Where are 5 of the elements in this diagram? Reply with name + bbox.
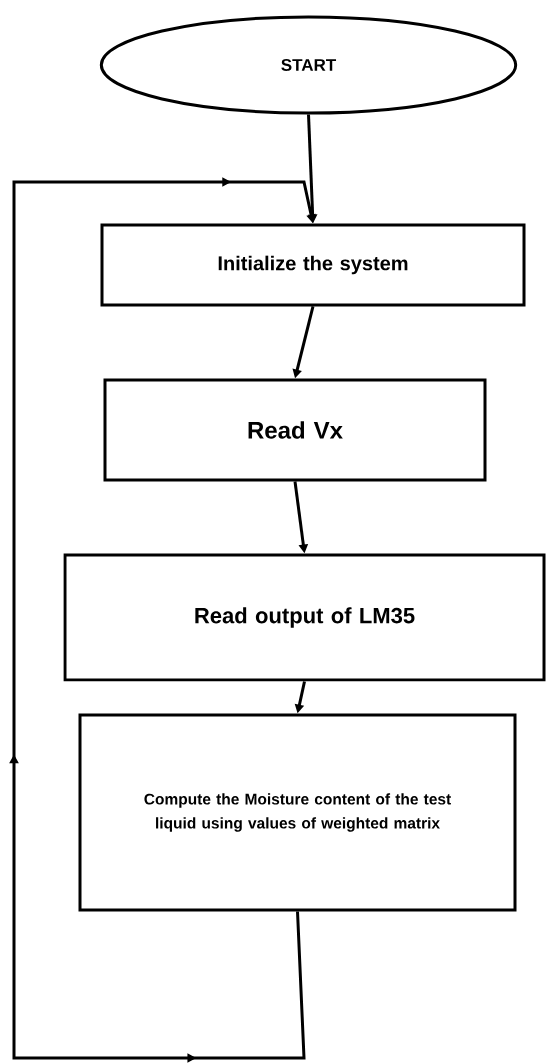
process-box: Compute the Moisture content of the test liquid using values of weighted matrix: [78, 713, 517, 912]
process-box: Read Vx: [103, 378, 487, 482]
process-box: Initialize the system: [100, 223, 526, 307]
arrow: [9, 177, 316, 1063]
process-box: Read output of LM35: [63, 553, 546, 682]
